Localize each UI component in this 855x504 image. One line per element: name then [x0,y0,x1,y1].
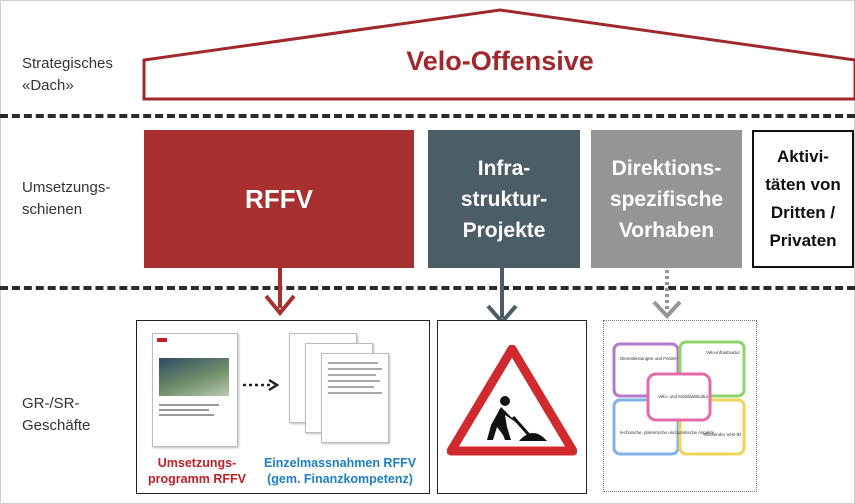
puzzle-text-center: Velo- und Mobilitätskultur [658,394,709,399]
track-directorate: Direktions- spezifische Vorhaben [591,130,742,268]
track-third-parties-label: Aktivi- täten von Dritten / Privaten [765,147,841,250]
dotted-arrow-down-icon [652,270,682,319]
measure-document-stack-3 [321,353,389,443]
row-label-roof: Strategisches «Dach» [22,55,113,94]
caption-umsetzungsprogramm: Umsetzungs- programm RFFV [148,456,246,486]
puzzle-text-tl: Dienstleistungen und Förder- [620,356,679,361]
roof-shape [142,8,855,101]
puzzle-graphic: Dienstleistungen und Förder- Velo-infras… [612,340,746,456]
track-third-parties: Aktivi- täten von Dritten / Privaten [752,130,854,268]
puzzle-text-br: Wissender Velo-ID [704,432,742,437]
track-infrastructure: Infra- struktur- Projekte [428,130,580,268]
row-label-tracks: Umsetzungs- schienen [22,179,111,218]
track-infrastructure-label: Infra- struktur- Projekte [460,156,548,242]
track-directorate-label: Direktions- spezifische Vorhaben [609,156,724,242]
puzzle-text-bl: technische, planerische und juristische … [620,430,715,435]
arrow-down-icon [486,268,518,326]
track-rffv: RFFV [144,130,414,268]
dotted-arrow-right-icon [243,378,280,392]
row-label-business: GR-/SR- Geschäfte [22,395,91,434]
puzzle-text-tr: Velo-infrastruktur [706,350,741,355]
separator-dashed-bottom [0,286,855,290]
track-rffv-label: RFFV [245,183,313,214]
caption-einzelmassnahmen: Einzelmassnahmen RFFV (gem. Finanzkompet… [263,456,417,486]
roadwork-warning-sign-icon [447,345,577,456]
roof-title: Velo-Offensive [406,46,594,76]
program-document-thumbnail [152,333,238,447]
arrow-down-icon [264,268,296,317]
separator-dashed-top [0,114,855,118]
